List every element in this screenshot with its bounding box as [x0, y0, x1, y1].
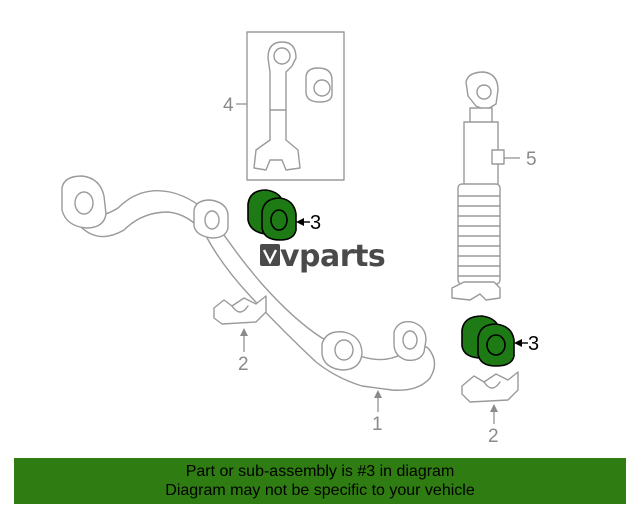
bracket-left-body	[213, 295, 267, 325]
banner-line-1: Part or sub-assembly is #3 in diagram	[185, 463, 455, 480]
callout-3a: 3	[310, 212, 321, 234]
shock-nub	[491, 149, 505, 165]
bar-mount-right-ring	[402, 330, 418, 350]
callout-1: 1	[372, 414, 383, 435]
leader-1-arrow	[374, 390, 382, 398]
leader-3a-arrow	[296, 218, 304, 226]
link-eye	[273, 47, 291, 65]
link-bushing-hole	[313, 79, 331, 97]
shock-boot	[457, 183, 501, 285]
callout-2b: 2	[488, 426, 499, 447]
bushing-lower-hole	[486, 334, 506, 356]
bar-end-left-eye	[74, 191, 94, 215]
bar-body	[77, 190, 436, 391]
parts-diagram: 4 1 2	[61, 31, 539, 447]
callout-4: 4	[223, 95, 234, 116]
leader-2b-arrow	[490, 404, 498, 412]
callout-3b: 3	[528, 333, 539, 355]
callout-5: 5	[526, 149, 537, 170]
part-1-stabilizer-bar[interactable]: 1	[61, 175, 436, 435]
bar-mount-left-ring	[204, 210, 220, 230]
vparts-logo: vparts	[260, 239, 386, 274]
part-3-bushing-upper[interactable]: 3	[247, 189, 321, 241]
part-3-bushing-lower[interactable]: 3	[461, 315, 539, 367]
part-5-shock-absorber[interactable]: 5	[451, 71, 537, 301]
bracket-right-saddle	[483, 381, 501, 389]
part-4-stabilizer-link[interactable]: 4	[223, 31, 345, 181]
part-2-bracket-right[interactable]: 2	[461, 371, 519, 447]
bar-end-right-eye	[334, 339, 354, 361]
shock-top-eye	[476, 84, 492, 100]
leader-2a-arrow	[240, 328, 248, 336]
part-2-bracket-left[interactable]: 2	[213, 295, 267, 375]
callout-2a: 2	[238, 354, 249, 375]
link-body	[253, 41, 301, 171]
leader-3b-arrow	[514, 339, 522, 347]
logo-text: vparts	[280, 239, 385, 274]
bushing-upper-hole	[270, 209, 288, 231]
shock-bottom-mount	[451, 281, 501, 301]
bracket-left-saddle	[231, 305, 249, 313]
info-banner: Part or sub-assembly is #3 in diagram Di…	[14, 458, 626, 504]
banner-line-2: Diagram may not be specific to your vehi…	[165, 482, 475, 499]
shock-boot-ribs	[457, 195, 501, 277]
logo-mark-glyph	[262, 249, 278, 265]
